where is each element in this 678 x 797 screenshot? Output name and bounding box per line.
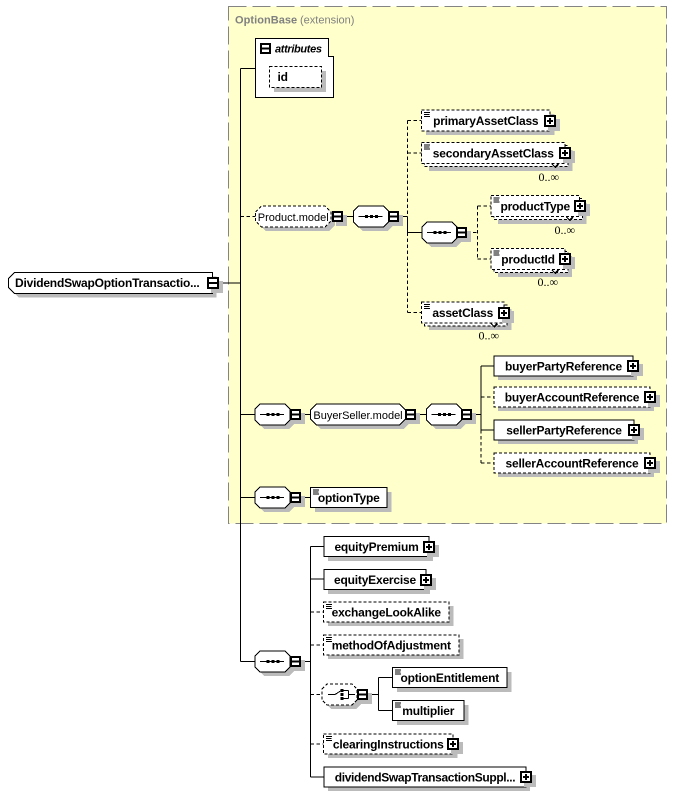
svg-text:buyerAccountReference: buyerAccountReference (505, 390, 640, 404)
svg-text:id: id (278, 70, 288, 84)
svg-text:methodOfAdjustment: methodOfAdjustment (332, 638, 451, 652)
svg-text:0..∞: 0..∞ (537, 275, 558, 289)
svg-text:sellerPartyReference: sellerPartyReference (506, 423, 622, 437)
svg-text:0..∞: 0..∞ (538, 170, 559, 184)
svg-text:(extension): (extension) (300, 15, 354, 27)
svg-text:equityExercise: equityExercise (334, 573, 416, 587)
svg-text:0..∞: 0..∞ (478, 329, 499, 343)
svg-text:BuyerSeller.model: BuyerSeller.model (313, 410, 402, 422)
svg-text:optionType: optionType (318, 491, 380, 505)
svg-text:0..∞: 0..∞ (554, 223, 575, 237)
svg-text:optionEntitlement: optionEntitlement (400, 671, 499, 685)
svg-text:Product.model: Product.model (258, 212, 329, 224)
svg-text:assetClass: assetClass (432, 306, 493, 320)
svg-text:DividendSwapOptionTransactio..: DividendSwapOptionTransactio... (15, 276, 200, 290)
svg-text:attributes: attributes (275, 44, 322, 56)
svg-text:sellerAccountReference: sellerAccountReference (506, 456, 640, 470)
svg-text:productType: productType (500, 199, 570, 213)
svg-text:OptionBase: OptionBase (235, 15, 297, 27)
svg-text:exchangeLookAlike: exchangeLookAlike (332, 605, 442, 619)
svg-text:primaryAssetClass: primaryAssetClass (433, 114, 539, 128)
svg-text:clearingInstructions: clearingInstructions (333, 737, 444, 751)
svg-text:multiplier: multiplier (402, 704, 455, 718)
svg-text:buyerPartyReference: buyerPartyReference (505, 359, 622, 373)
svg-text:secondaryAssetClass: secondaryAssetClass (433, 146, 554, 160)
svg-text:equityPremium: equityPremium (334, 540, 418, 554)
svg-text:productId: productId (501, 252, 555, 266)
svg-text:dividendSwapTransactionSuppl..: dividendSwapTransactionSuppl... (335, 770, 516, 784)
